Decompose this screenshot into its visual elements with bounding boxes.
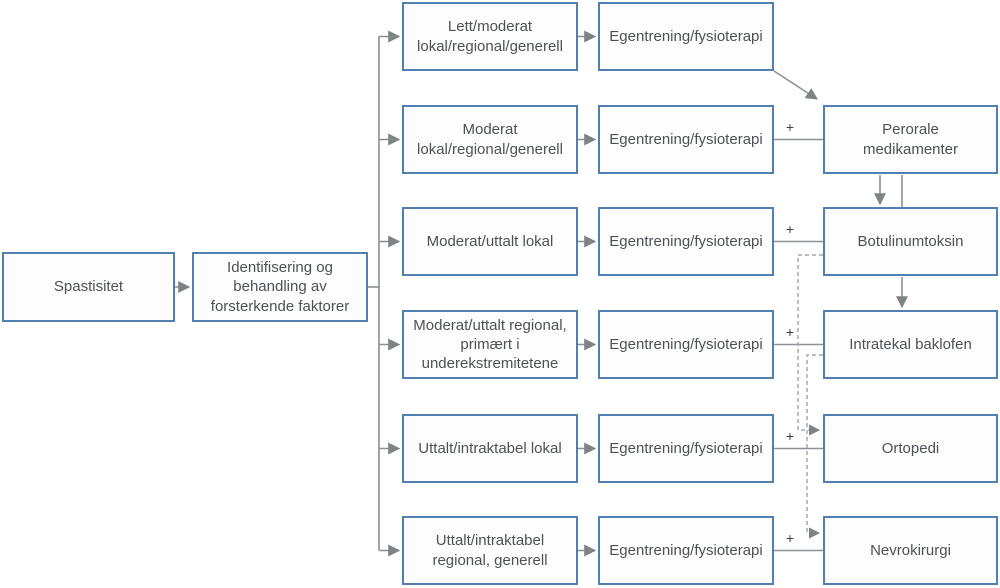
connector-dashed-baklofen-to-nevrokirurgi xyxy=(806,354,823,539)
plus-sign-botulinum: + xyxy=(785,221,795,237)
box-perorale-medikamenter: Perorale medikamenter xyxy=(823,105,998,174)
severity-label-5: Uttalt/intraktabel lokal xyxy=(418,439,562,457)
box-therapy-row1: Egentrening/fysioterapi xyxy=(598,2,774,71)
therapy-label-4: Egentrening/fysioterapi xyxy=(609,335,763,353)
box-intratekal-baklofen: Intratekal baklofen xyxy=(823,310,998,379)
therapy-label-6: Egentrening/fysioterapi xyxy=(609,541,763,559)
connector-dashed-botulinum-to-ortopedi xyxy=(797,254,823,436)
plus-sign-peroral: + xyxy=(785,119,795,135)
box-ortopedi: Ortopedi xyxy=(823,414,998,483)
box-spastisitet: Spastisitet xyxy=(2,252,175,322)
box-therapy-row2: Egentrening/fysioterapi xyxy=(598,105,774,174)
treatment-label-baklofen: Intratekal baklofen xyxy=(849,335,972,353)
connector-therapy1-to-peroral xyxy=(773,70,819,100)
treatment-label-botulinum: Botulinumtoksin xyxy=(857,232,964,250)
box-therapy-row6: Egentrening/fysioterapi xyxy=(598,516,774,585)
box-therapy-row3: Egentrening/fysioterapi xyxy=(598,207,774,276)
therapy-label-5: Egentrening/fysioterapi xyxy=(609,439,763,457)
box-nevrokirurgi: Nevrokirurgi xyxy=(823,516,998,585)
box-severity-row3: Moderat/uttalt lokal xyxy=(402,207,578,276)
box-identifisering-faktorer: Identifisering og behandling av forsterk… xyxy=(192,252,368,322)
severity-label-1: Lett/moderat lokal/regional/generell xyxy=(417,18,563,55)
plus-sign-ortopedi: + xyxy=(785,428,795,444)
box-severity-row1: Lett/moderat lokal/regional/generell xyxy=(402,2,578,71)
severity-label-4: Moderat/uttalt regional, primært i under… xyxy=(413,316,567,373)
severity-label-3: Moderat/uttalt lokal xyxy=(426,232,554,250)
box-therapy-row5: Egentrening/fysioterapi xyxy=(598,414,774,483)
plus-sign-nevrokirurgi: + xyxy=(785,530,795,546)
treatment-label-peroral: Perorale medikamenter xyxy=(862,121,959,158)
box-therapy-row4: Egentrening/fysioterapi xyxy=(598,310,774,379)
treatment-label-ortopedi: Ortopedi xyxy=(881,439,940,457)
therapy-label-2: Egentrening/fysioterapi xyxy=(609,130,763,148)
therapy-label-3: Egentrening/fysioterapi xyxy=(609,232,763,250)
severity-label-6: Uttalt/intraktabel regional, generell xyxy=(432,532,548,569)
treatment-label-nevrokirurgi: Nevrokirurgi xyxy=(870,541,951,559)
box-identifisering-faktorer-label: Identifisering og behandling av forsterk… xyxy=(210,259,350,315)
therapy-label-1: Egentrening/fysioterapi xyxy=(609,27,763,45)
box-botulinumtoksin: Botulinumtoksin xyxy=(823,207,998,276)
box-severity-row2: Moderat lokal/regional/generell xyxy=(402,105,578,174)
box-severity-row4: Moderat/uttalt regional, primært i under… xyxy=(402,310,578,379)
severity-label-2: Moderat lokal/regional/generell xyxy=(417,121,563,158)
box-spastisitet-label: Spastisitet xyxy=(53,278,124,296)
box-severity-row6: Uttalt/intraktabel regional, generell xyxy=(402,516,578,585)
box-severity-row5: Uttalt/intraktabel lokal xyxy=(402,414,578,483)
plus-sign-baklofen: + xyxy=(785,324,795,340)
